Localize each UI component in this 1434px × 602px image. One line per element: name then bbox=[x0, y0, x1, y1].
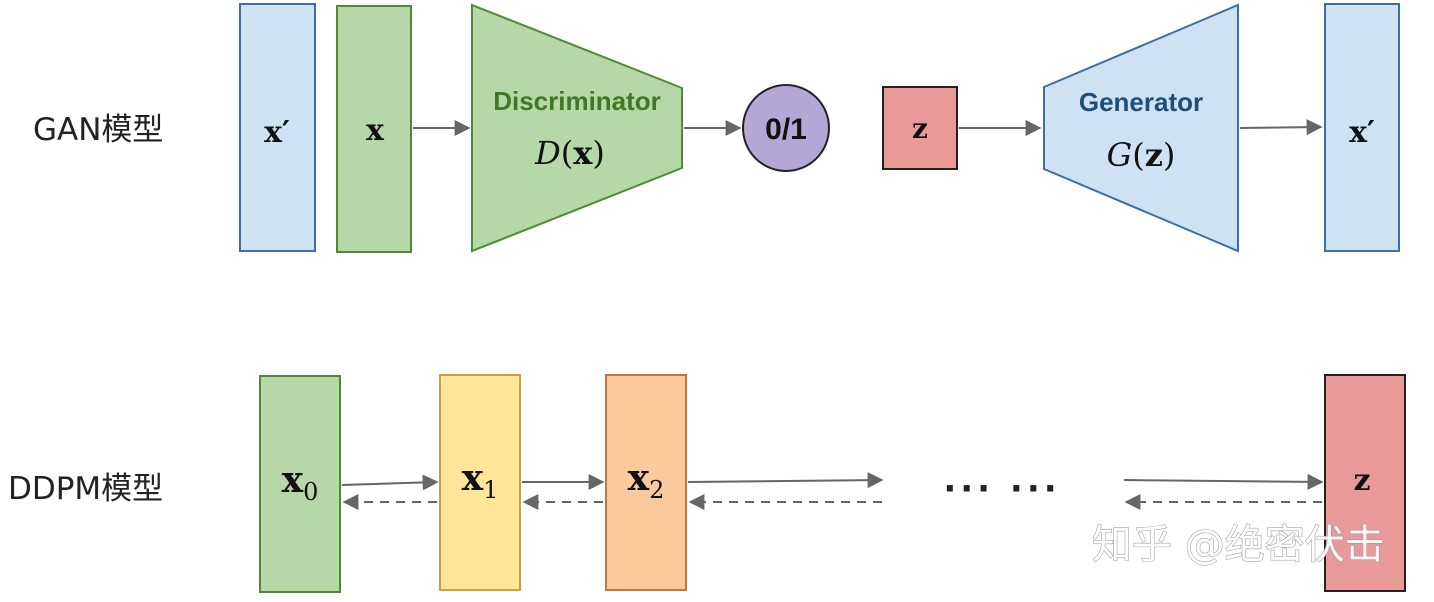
gan-label: GAN模型 bbox=[33, 112, 163, 148]
z-input-block bbox=[882, 86, 958, 170]
x2-label: x2 bbox=[628, 457, 665, 504]
x-prime-right-block bbox=[1324, 3, 1400, 252]
arrow-generator-to-output bbox=[1239, 119, 1323, 136]
output-circle bbox=[742, 84, 830, 172]
discriminator-block bbox=[471, 3, 683, 253]
x-prime-left-label: x′ bbox=[264, 115, 290, 150]
ddpm-label: DDPM模型 bbox=[8, 471, 163, 507]
z-input-label: z bbox=[912, 112, 928, 145]
generator-block bbox=[1043, 3, 1239, 253]
x-prime-right-label: x′ bbox=[1349, 115, 1375, 150]
x0-block bbox=[259, 375, 341, 593]
x0-label: x0 bbox=[282, 459, 319, 506]
x1-block bbox=[439, 374, 521, 591]
x2-block bbox=[605, 374, 687, 591]
forward-arrow-x2-right bbox=[687, 472, 884, 489]
z-block bbox=[1324, 374, 1406, 592]
z-label: z bbox=[1353, 463, 1370, 498]
x-input-label: x bbox=[366, 113, 385, 148]
forward-arrow-to-z bbox=[1123, 473, 1324, 490]
output-label: 0/1 bbox=[765, 113, 807, 146]
watermark: 知乎 @绝密伏击 bbox=[1092, 522, 1385, 568]
discriminator-formula: D(x) bbox=[534, 134, 605, 172]
x-input-block bbox=[336, 5, 412, 253]
generator-name: Generator bbox=[1079, 87, 1203, 117]
discriminator-name: Discriminator bbox=[493, 86, 661, 116]
x-prime-left-block bbox=[239, 3, 316, 252]
generator-formula: G(z) bbox=[1107, 136, 1176, 174]
ellipsis: ··· ··· bbox=[943, 469, 1060, 509]
forward-arrow-x0-x1 bbox=[341, 474, 439, 491]
x1-label: x1 bbox=[462, 457, 499, 504]
